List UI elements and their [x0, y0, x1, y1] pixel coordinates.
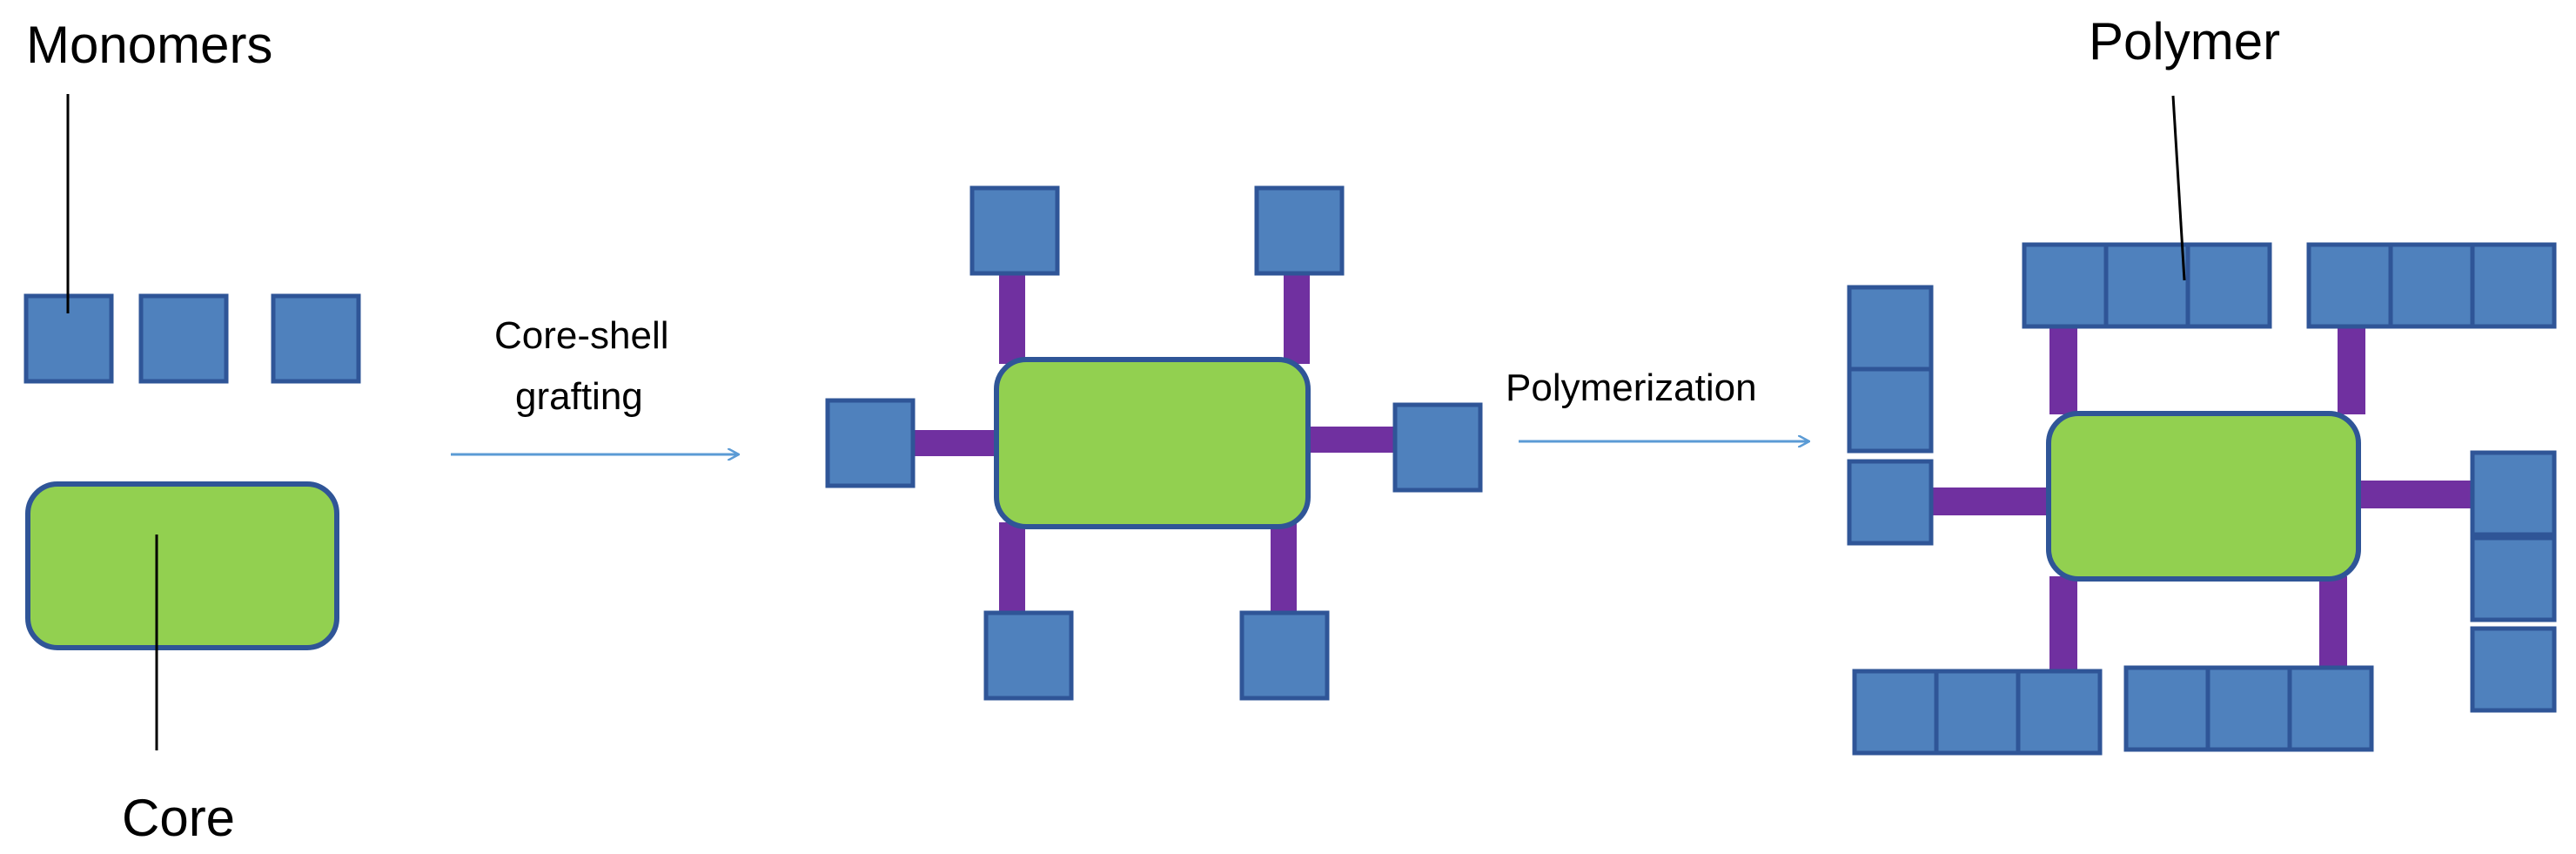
linker — [2338, 324, 2365, 414]
monomer — [1852, 669, 1939, 756]
monomer — [2205, 665, 2292, 752]
linker — [1928, 488, 2049, 515]
linker — [1284, 268, 1310, 364]
monomer — [1847, 459, 1934, 546]
monomer — [1934, 669, 2021, 756]
linker — [1305, 427, 1396, 453]
monomer — [138, 293, 229, 384]
step-grafting: Core-shell grafting — [451, 314, 738, 454]
stage-polymer: Polymer — [1847, 12, 2557, 756]
monomer — [983, 610, 1074, 701]
core — [994, 357, 1311, 529]
monomer — [2123, 665, 2210, 752]
linker — [2049, 324, 2077, 414]
polymer-label: Polymer — [2089, 12, 2280, 71]
monomer — [1847, 366, 1934, 454]
core — [2046, 411, 2361, 582]
grafting-label-line2: grafting — [515, 375, 643, 418]
monomer — [2103, 242, 2190, 329]
monomer — [2470, 626, 2557, 713]
polymerization-label: Polymerization — [1506, 366, 1757, 409]
stage-grafted — [825, 185, 1483, 701]
linker — [1271, 522, 1297, 618]
monomer — [1847, 285, 1934, 372]
linker — [999, 268, 1025, 364]
monomer — [2287, 665, 2374, 752]
polymer-leader-line — [2171, 95, 2186, 281]
linker — [2319, 576, 2347, 674]
monomer — [969, 185, 1060, 276]
linker — [999, 522, 1025, 618]
monomer — [271, 293, 361, 384]
monomer — [1254, 185, 1345, 276]
grafting-label-line1: Core-shell — [494, 314, 669, 357]
monomer — [1239, 610, 1330, 701]
monomer — [2470, 535, 2557, 622]
core — [25, 481, 339, 650]
linker — [2358, 481, 2476, 508]
monomers-label: Monomers — [26, 16, 272, 74]
monomer — [2022, 242, 2109, 329]
step-polymerization: Polymerization — [1506, 366, 1808, 441]
monomer — [2185, 242, 2272, 329]
monomer — [2016, 669, 2103, 756]
monomer — [1392, 402, 1483, 493]
monomer — [825, 398, 916, 488]
monomer — [2470, 242, 2557, 329]
linker — [2049, 576, 2077, 674]
monomer — [2388, 242, 2475, 329]
linker — [912, 430, 999, 456]
monomer — [2306, 242, 2393, 329]
monomer — [2470, 450, 2557, 537]
core-label: Core — [122, 789, 235, 847]
stage-reactants: Monomers Core — [23, 16, 361, 847]
